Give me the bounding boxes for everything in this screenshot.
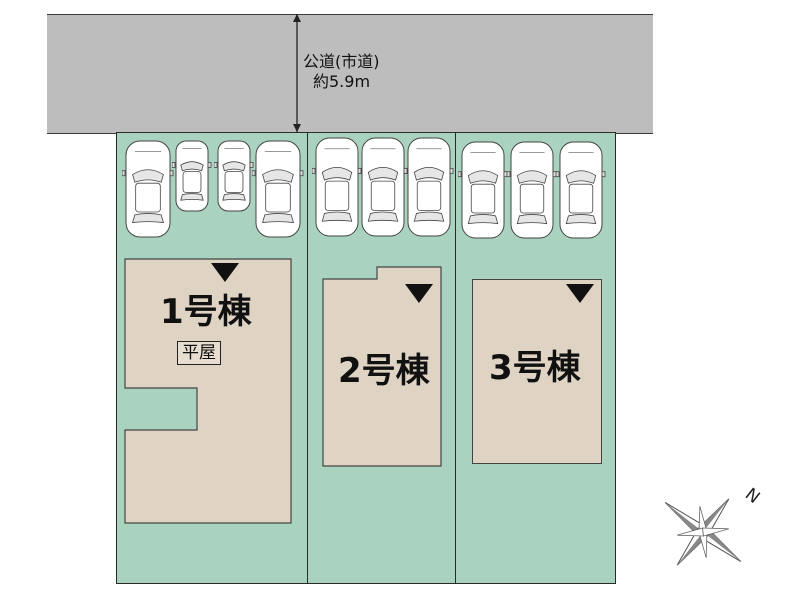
house-2-label: 2号棟 [338,351,430,391]
parked-car-9 [507,141,557,239]
house-3-label: 3号棟 [489,348,581,388]
compass-north-label: N [741,484,763,508]
house-3-entrance-marker [566,284,594,303]
house-2-entrance-marker [405,284,433,303]
house-1-single-story-badge: 平屋 [177,341,221,365]
house-3 [472,279,602,464]
parked-car-1 [122,140,174,238]
parked-car-5 [312,137,362,237]
parked-car-8 [458,141,508,239]
house-1-entrance-marker [211,263,239,282]
parked-car-4 [252,140,304,238]
parked-car-6 [358,137,408,237]
road-name: 公道(市道) [303,52,380,71]
house-2 [322,266,442,467]
public-road [47,14,653,134]
house-1 [124,258,292,524]
compass-icon: N [664,484,763,566]
house-1-label: 1号棟 [160,292,252,332]
parked-car-10 [556,141,606,239]
road-width-dimension-arrow [293,14,301,132]
road-width: 約5.9m [313,72,371,91]
parked-car-7 [404,137,454,237]
parked-car-3 [214,140,254,212]
road-label: 公道(市道) 約5.9m [303,52,380,92]
parked-car-2 [172,140,212,212]
